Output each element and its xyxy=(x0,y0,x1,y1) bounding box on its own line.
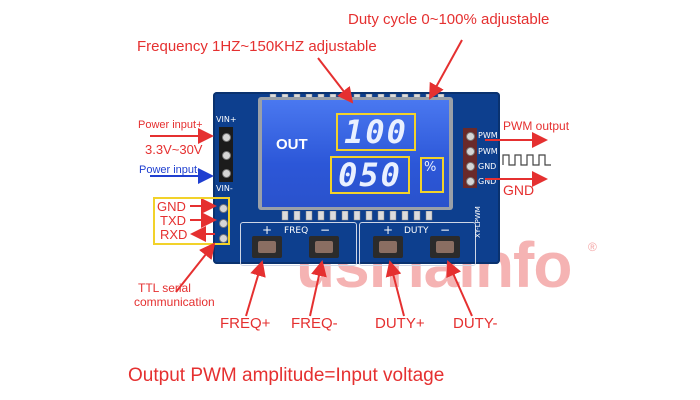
silk-pwm-2: PWM xyxy=(478,147,498,156)
footer-caption: Output PWM amplitude=Input voltage xyxy=(128,365,445,386)
silk-vin-plus: VIN+ xyxy=(216,115,237,124)
silk-freq: FREQ xyxy=(284,226,309,236)
lcd-bottom-pins xyxy=(280,208,440,221)
freq-button-zone xyxy=(240,222,357,266)
silk-plus-1: + xyxy=(262,223,273,237)
lcd-mode-label: OUT xyxy=(276,136,308,153)
freq-minus-button[interactable] xyxy=(309,236,339,258)
serial-pin-rxd xyxy=(219,234,228,243)
lcd-unit: % xyxy=(424,160,437,175)
lcd-unit-box xyxy=(420,157,444,193)
label-frequency: Frequency 1HZ~150KHZ adjustable xyxy=(137,38,377,55)
silk-plus-2: + xyxy=(383,223,394,237)
label-txd: TXD xyxy=(160,213,186,228)
silk-gnd-2: GND xyxy=(478,177,497,186)
label-duty-cycle: Duty cycle 0~100% adjustable xyxy=(348,11,550,28)
power-pin-3 xyxy=(222,169,231,178)
silk-minus-2: − xyxy=(440,223,451,237)
serial-pin-txd xyxy=(219,219,228,228)
lcd-value-bottom: 050 xyxy=(330,156,410,194)
silk-vin-minus: VIN- xyxy=(216,184,233,193)
label-communication: communication xyxy=(134,295,215,309)
lcd-value-top: 100 xyxy=(336,113,416,151)
label-duty-minus: DUTY- xyxy=(453,315,498,332)
silk-minus-1: − xyxy=(320,223,331,237)
label-ttl-serial: TTL serial xyxy=(138,281,191,295)
output-pin-1 xyxy=(466,132,475,141)
silk-gnd-1: GND xyxy=(478,162,497,171)
power-pin-1 xyxy=(222,133,231,142)
label-freq-plus: FREQ+ xyxy=(220,315,271,332)
output-pin-3 xyxy=(466,162,475,171)
serial-pin-gnd xyxy=(219,204,228,213)
output-pin-4 xyxy=(466,177,475,186)
watermark-mark: ® xyxy=(588,240,597,254)
freq-plus-button[interactable] xyxy=(252,236,282,258)
label-voltage-range: 3.3V~30V xyxy=(145,142,203,157)
label-rxd: RXD xyxy=(160,227,188,242)
silk-duty: DUTY xyxy=(404,226,429,236)
duty-plus-button[interactable] xyxy=(373,236,403,258)
label-pwm-output: PWM output xyxy=(503,119,570,133)
label-power-input-minus: Power input- xyxy=(139,164,201,176)
power-pin-2 xyxy=(222,151,231,160)
duty-button-zone xyxy=(359,222,476,266)
label-duty-plus: DUTY+ xyxy=(375,315,425,332)
duty-minus-button[interactable] xyxy=(430,236,460,258)
label-power-input-plus: Power input+ xyxy=(138,119,203,131)
output-header xyxy=(463,128,477,188)
label-freq-minus: FREQ- xyxy=(291,315,338,332)
output-pin-2 xyxy=(466,147,475,156)
label-gnd-serial: GND xyxy=(157,199,186,214)
label-gnd-output: GND xyxy=(503,182,535,198)
lcd-screen xyxy=(262,100,449,207)
silk-pwm-1: PWM xyxy=(478,131,498,140)
